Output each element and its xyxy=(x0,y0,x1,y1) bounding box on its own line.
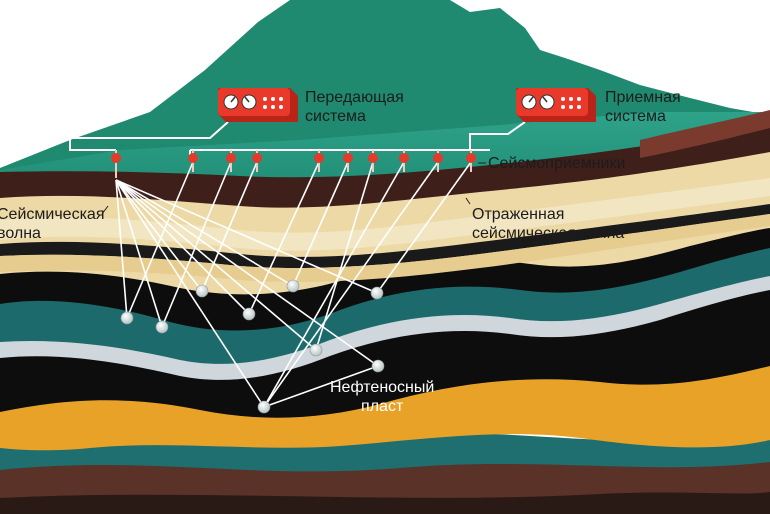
layer-black-2 xyxy=(0,226,770,331)
layer-topsoil-light xyxy=(640,110,770,158)
layer-sand-2 xyxy=(0,214,770,283)
seismic-wave-label-line1: Сейсмическая xyxy=(0,206,105,223)
reflection-point xyxy=(155,320,169,334)
receiver-label-line2: система xyxy=(605,108,666,125)
geophones-label: Сейсмоприемники xyxy=(488,154,625,173)
layer-black xyxy=(0,286,770,418)
transmitter-label-line1: Передающая xyxy=(305,89,404,106)
layer-sand-light xyxy=(0,178,770,251)
reflection-point xyxy=(309,343,323,357)
receiver-label: Приемная система xyxy=(605,88,681,126)
layer-teal xyxy=(0,244,770,364)
oil-layer-label: Нефтеносный пласт xyxy=(330,378,434,416)
layer-oil xyxy=(0,364,770,451)
layer-dark-bottom xyxy=(0,492,770,514)
label-leaders xyxy=(101,162,486,215)
reflection-point xyxy=(120,311,134,325)
receiver-label-line1: Приемная xyxy=(605,89,681,106)
geophone-pin xyxy=(314,150,324,172)
geophone-pin xyxy=(111,150,121,178)
geophone-pin xyxy=(226,150,236,172)
geophones-label-text: Сейсмоприемники xyxy=(488,155,626,172)
geophone-pin xyxy=(433,150,443,172)
geophone-pin xyxy=(399,150,409,172)
layer-grey xyxy=(0,272,770,380)
reflection-point xyxy=(370,286,384,300)
reflected-wave-label-line2: сейсмическая волна xyxy=(472,225,625,242)
reflection-point xyxy=(257,400,271,414)
geophone-pin xyxy=(188,150,198,172)
receiver-device xyxy=(516,88,596,122)
oil-layer-label-line2: пласт xyxy=(361,398,404,415)
reflection-point xyxy=(286,279,300,293)
transmitter-label: Передающая система xyxy=(305,88,404,126)
layer-topsoil xyxy=(0,116,770,208)
geophone-pin xyxy=(343,150,353,172)
transmitter-label-line2: система xyxy=(305,108,366,125)
reflected-wave-label: Отраженная сейсмическая волна xyxy=(472,205,624,243)
reflection-point xyxy=(195,284,209,298)
seismic-wave-label-line2: волна xyxy=(0,225,41,242)
oil-layer-label-line1: Нефтеносный xyxy=(330,379,435,396)
reflection-point xyxy=(242,307,256,321)
ray-lines xyxy=(115,161,472,408)
geophone-pin xyxy=(466,150,476,172)
geophone-pin xyxy=(252,150,262,172)
geophones xyxy=(111,150,476,178)
reflection-points xyxy=(120,279,385,414)
seismic-wave-label: Сейсмическая волна xyxy=(0,205,104,243)
geophone-pin xyxy=(368,150,378,172)
transmitter-device xyxy=(218,88,298,122)
reflection-point xyxy=(371,359,385,373)
reflected-wave-label-line1: Отраженная xyxy=(472,206,565,223)
